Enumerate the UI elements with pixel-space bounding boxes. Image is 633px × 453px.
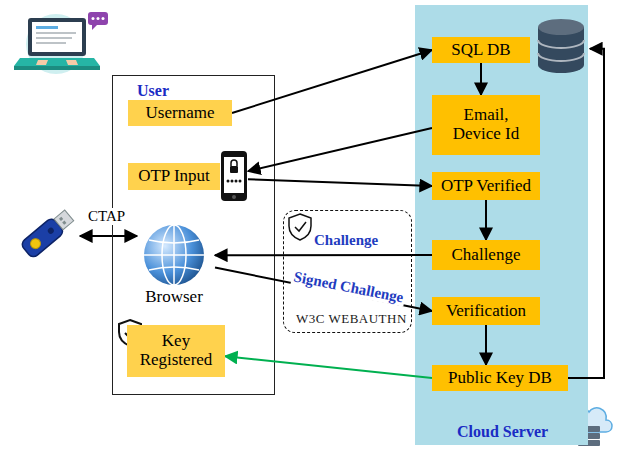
process-box: Public Key DB [432,365,568,391]
user-panel: UserUsernameOTP Input Browser Key Regist… [112,75,275,395]
process-box: Key Registered [127,325,225,377]
arrow-connector [248,179,432,186]
process-box: SQL DB [432,37,590,63]
box-label: Email, Device Id [438,106,534,143]
box-label: SQL DB [451,41,510,60]
box-fill: Username [128,100,232,126]
database-cylinder-icon [534,17,588,75]
arrow-connector [568,49,604,378]
process-box: Challenge [432,240,540,270]
process-box: Email, Device Id [432,95,540,155]
arrow-connector [485,325,487,365]
panel-title: User [137,82,169,100]
browser-label: Browser [133,288,215,305]
box-fill: Verification [432,297,540,325]
arrow-connector [232,50,432,113]
process-box: Verification [432,297,540,325]
browser-globe-icon [141,222,207,288]
process-box: OTP Verified [432,172,540,200]
box-label: Key Registered [133,332,219,369]
laptop-user-icon [8,8,112,78]
arrow-connector [215,254,432,256]
process-box: OTP Input [128,163,248,190]
box-fill: SQL DB [432,37,530,63]
box-fill: Email, Device Id [432,95,540,155]
browser-node: Browser [133,222,215,305]
arrow-connector [485,200,487,240]
box-label: OTP Input [138,167,210,186]
protocol-label: CTAP [86,208,127,225]
process-box: Username [128,100,232,126]
edge-label: Signed Challenge [290,268,406,306]
box-label: Username [146,104,215,123]
box-label: OTP Verified [441,177,531,196]
security-key-icon [10,196,84,272]
box-fill: OTP Verified [432,172,540,200]
edge-label: Challenge [312,232,380,249]
box-label: Verification [446,302,526,321]
arrow-connector [480,63,482,95]
arrow-connector [248,128,432,171]
webauthn-logo-text: W3C WEBAUTHN [294,311,409,327]
box-label: Public Key DB [448,369,552,388]
box-fill: Key Registered [127,325,225,377]
box-fill: Public Key DB [432,365,568,391]
cloud-server-panel: Cloud Server SQL DB Email, Device Id OTP V… [415,5,588,445]
arrow-connector [225,356,432,378]
phone-icon [220,150,248,202]
box-label: Challenge [452,246,521,265]
box-fill: Challenge [432,240,540,270]
panel-title: Cloud Server [457,423,548,441]
shield-check-icon [287,212,313,242]
arrow-connector [215,268,432,311]
box-fill: OTP Input [128,163,220,190]
